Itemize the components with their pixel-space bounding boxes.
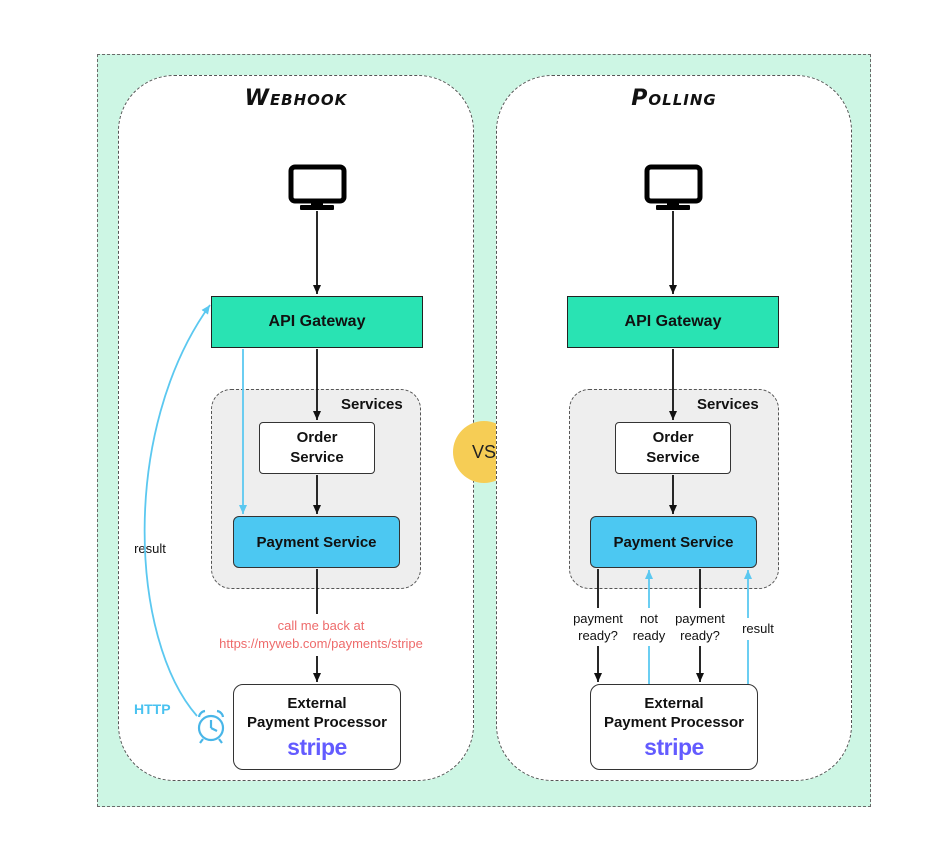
polling-services-label: Services xyxy=(697,396,759,413)
webhook-callback-note: call me back at https://myweb.com/paymen… xyxy=(198,617,444,653)
webhook-result-label: result xyxy=(134,541,166,556)
callback-note-line-1: call me back at xyxy=(277,618,365,633)
webhook-external-processor: External Payment Processor stripe xyxy=(233,684,401,770)
webhook-order-service: Order Service xyxy=(259,422,375,474)
webhook-title: Webhook xyxy=(244,86,348,111)
webhook-api-gateway: API Gateway xyxy=(211,296,423,348)
order-service-line-1: Order xyxy=(296,429,338,446)
external-processor-line-1: External xyxy=(287,694,347,712)
external-processor-line-1: External xyxy=(644,694,704,712)
webhook-services-label: Services xyxy=(341,396,403,413)
poll-request-2-line-1: payment xyxy=(675,611,725,626)
alarm-clock-icon xyxy=(197,709,225,744)
poll-response-1-label: not ready xyxy=(628,610,670,644)
polling-payment-service: Payment Service xyxy=(590,516,757,568)
poll-response-1-line-1: not xyxy=(639,611,659,626)
poll-response-2-label: result xyxy=(736,620,780,637)
stripe-logo: stripe xyxy=(287,733,347,760)
order-service-line-1: Order xyxy=(652,429,694,446)
webhook-http-label: HTTP xyxy=(134,701,171,717)
external-processor-line-2: Payment Processor xyxy=(246,713,388,731)
polling-order-service: Order Service xyxy=(615,422,731,474)
order-service-line-2: Service xyxy=(290,449,344,466)
poll-request-1-label: payment ready? xyxy=(564,610,632,644)
webhook-payment-service: Payment Service xyxy=(233,516,400,568)
external-processor-line-2: Payment Processor xyxy=(603,713,745,731)
polling-title: Polling xyxy=(631,86,717,111)
poll-request-1-line-2: ready? xyxy=(578,628,618,643)
callback-note-url: https://myweb.com/payments/stripe xyxy=(219,636,423,651)
poll-request-2-label: payment ready? xyxy=(666,610,734,644)
polling-api-gateway: API Gateway xyxy=(567,296,779,348)
poll-request-1-line-1: payment xyxy=(573,611,623,626)
arrow-result-callback xyxy=(143,304,211,717)
poll-request-2-line-2: ready? xyxy=(680,628,720,643)
order-service-line-2: Service xyxy=(646,449,700,466)
stripe-logo: stripe xyxy=(644,733,704,760)
poll-response-1-line-2: ready xyxy=(632,628,666,643)
polling-external-processor: External Payment Processor stripe xyxy=(590,684,758,770)
